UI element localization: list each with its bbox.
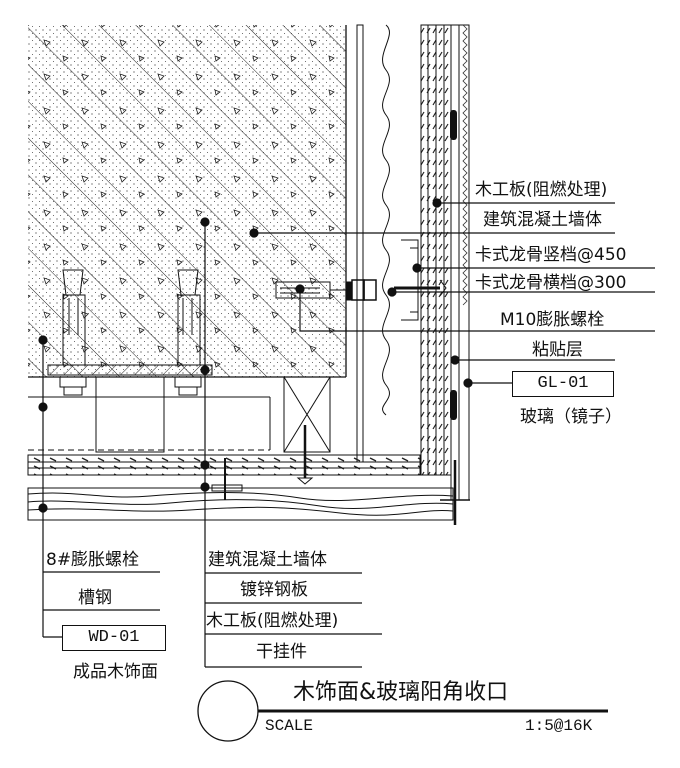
wood-finish — [27, 487, 454, 521]
adhesive-layer — [450, 24, 460, 501]
wood-block — [283, 376, 331, 453]
expansion-bolt-left — [59, 269, 87, 396]
callout-galvanized-steel: 镀锌钢板 — [240, 580, 308, 600]
callout-concrete-wall: 建筑混凝土墙体 — [483, 210, 602, 230]
callout-adhesive-layer: 粘贴层 — [532, 340, 583, 360]
glass-material-tag: GL-01 — [512, 371, 614, 397]
expansion-bolt-right — [174, 269, 202, 396]
callout-plywood-fire-retardant-2: 木工板(阻燃处理) — [206, 611, 339, 631]
callout-dry-hanging-piece: 干挂件 — [256, 642, 307, 662]
wood-description: 成品木饰面 — [73, 662, 158, 682]
glass-description: 玻璃（镜子） — [520, 407, 622, 427]
left-leaders — [38, 335, 160, 638]
title-block — [197, 680, 608, 742]
middle-leaders — [200, 217, 382, 668]
concrete-wall — [28, 25, 347, 378]
callout-8-expansion-bolt: 8#膨胀螺栓 — [46, 550, 140, 570]
scale-label: SCALE — [265, 717, 314, 735]
drawing-title: 木饰面&玻璃阳角收口 — [293, 680, 509, 705]
callout-plywood-fire-retardant: 木工板(阻燃处理) — [475, 180, 608, 200]
callout-m10-expansion-bolt: M10膨胀螺栓 — [500, 310, 605, 330]
wood-material-tag: WD-01 — [62, 625, 166, 651]
callout-channel-steel: 槽钢 — [78, 588, 112, 608]
dry-hanging-piece — [211, 425, 314, 500]
callout-vertical-keel: 卡式龙骨竖档@450 — [475, 245, 627, 265]
callout-horizontal-keel: 卡式龙骨横档@300 — [475, 273, 627, 293]
galvanized-steel-plate — [47, 364, 213, 376]
glass-mirror — [440, 24, 470, 525]
channel-steel — [28, 376, 271, 453]
callout-concrete-wall-2: 建筑混凝土墙体 — [208, 550, 327, 570]
plywood-vertical — [420, 24, 452, 476]
right-leaders — [249, 198, 655, 388]
scale-value: 1:5@16K — [525, 717, 593, 735]
keel-profile — [356, 24, 419, 463]
